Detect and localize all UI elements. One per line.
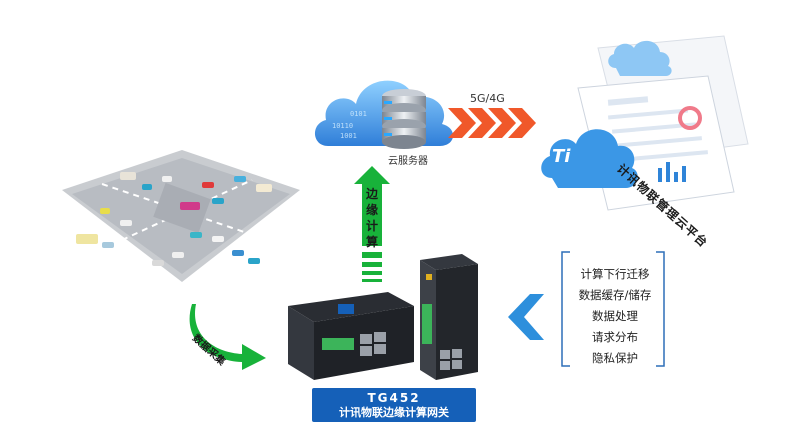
gateway-device-horizontal xyxy=(288,292,414,380)
svg-text:10110: 10110 xyxy=(332,122,353,130)
cloud-server-icon: 10110 0101 1001 xyxy=(314,80,454,149)
edge-char: 算 xyxy=(365,235,378,249)
edge-char: 计 xyxy=(365,219,378,233)
edge-char: 缘 xyxy=(365,203,378,217)
orange-chevron-arrows-icon xyxy=(448,108,536,138)
function-item: 请求分布 xyxy=(592,330,638,344)
vehicles xyxy=(76,172,272,266)
network-label: 5G/4G xyxy=(470,92,505,105)
svg-text:0101: 0101 xyxy=(350,110,367,118)
green-up-arrow-icon xyxy=(354,166,390,282)
gateway-device-vertical xyxy=(420,254,478,380)
svg-text:1001: 1001 xyxy=(340,132,357,140)
platform-cloud-icon xyxy=(541,129,638,188)
server-stack-icon xyxy=(382,89,426,149)
function-list: 计算下行迁移 数据缓存/储存 数据处理 请求分布 隐私保护 xyxy=(570,264,660,369)
blue-chevron-left-icon xyxy=(508,294,544,340)
edge-computing-label: 边 缘 计 算 xyxy=(361,186,383,250)
function-item: 隐私保护 xyxy=(592,351,638,365)
cloud-server-label: 云服务器 xyxy=(388,156,428,167)
product-name: 计讯物联边缘计算网关 xyxy=(339,406,449,419)
edge-char: 边 xyxy=(365,187,378,201)
platform-small-cloud-icon xyxy=(608,40,672,76)
product-badge: TG452 计讯物联边缘计算网关 xyxy=(312,388,476,422)
green-curved-arrow-icon xyxy=(189,304,266,370)
traffic-intersection-illustration xyxy=(62,150,300,282)
platform-dashboard-illustration xyxy=(541,35,749,211)
function-item: 计算下行迁移 xyxy=(580,267,650,281)
function-item: 数据缓存/储存 xyxy=(578,288,652,302)
product-model: TG452 xyxy=(367,391,421,405)
platform-logo: Ti xyxy=(552,146,571,167)
function-item: 数据处理 xyxy=(592,309,638,323)
function-list-bracket xyxy=(561,251,665,367)
